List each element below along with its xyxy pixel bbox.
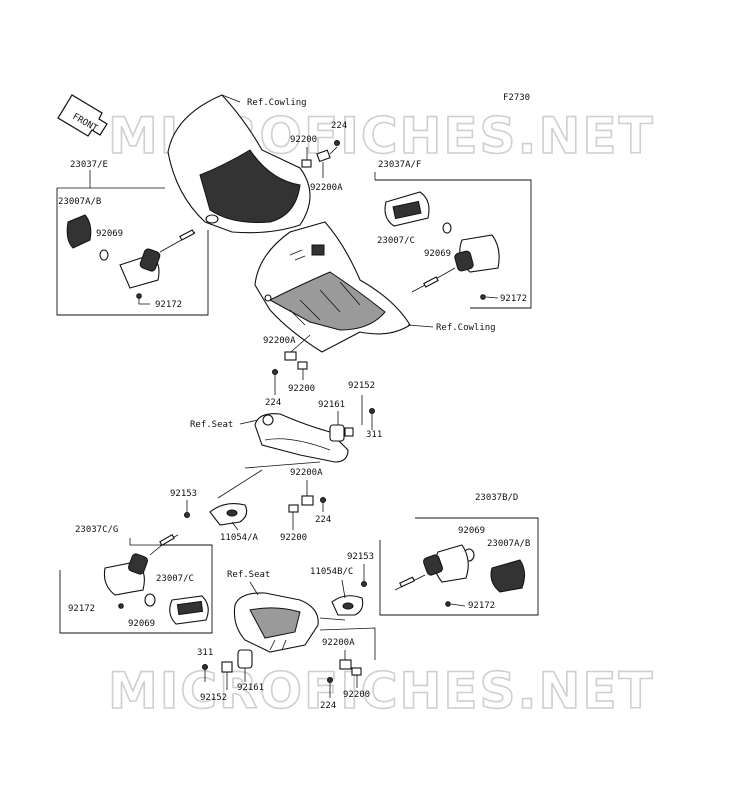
bulb-92069-bl — [144, 593, 156, 607]
seat-bracket-upper — [254, 413, 349, 463]
label-92172-topright: 92172 — [500, 294, 527, 304]
screw-224-c — [320, 497, 326, 503]
label-224-b: 224 — [265, 398, 281, 408]
label-92152-b: 92152 — [200, 693, 227, 703]
screw-92172-topright — [480, 294, 486, 300]
screw-92172-left — [136, 293, 142, 299]
label-92161-a: 92161 — [318, 400, 345, 410]
screw-92172-bl — [118, 603, 124, 609]
watermark-bottom: MICROFICHES.NET — [108, 662, 655, 720]
screw-92153-a — [184, 512, 190, 518]
damper-92161-a — [329, 424, 345, 442]
box-23037BD — [379, 517, 539, 616]
label-92200-a: 92200 — [290, 135, 317, 145]
collar-92152-a — [344, 427, 354, 437]
label-92172-br: 92172 — [468, 601, 495, 611]
screw-224-b — [272, 369, 278, 375]
label-92069-topright: 92069 — [424, 249, 451, 259]
collar-92152-b — [221, 661, 233, 673]
label-11054BC: 11054B/C — [310, 567, 353, 577]
nut-92200A-d — [339, 659, 352, 670]
nut-311-b — [202, 664, 208, 670]
label-92153-b: 92153 — [347, 552, 374, 562]
label-23037AF: 23037A/F — [378, 160, 421, 170]
label-23007AB-right: 23007A/B — [487, 539, 530, 549]
label-92152-a: 92152 — [348, 381, 375, 391]
label-23007C-top: 23007/C — [377, 236, 415, 246]
nut-92200A-a — [316, 149, 331, 163]
figure-code: F2730 — [503, 93, 530, 103]
damper-92161-b — [237, 649, 253, 669]
grommet-92200-d — [351, 667, 362, 676]
label-92200-c: 92200 — [280, 533, 307, 543]
label-23007AB-left: 23007A/B — [58, 197, 101, 207]
label-311-a: 311 — [366, 430, 382, 440]
lens-23007AB-right — [490, 559, 526, 593]
nut-92200A-b — [284, 351, 297, 361]
label-23007C-left: 23007/C — [156, 574, 194, 584]
label-224-d: 224 — [320, 701, 336, 711]
screw-224-a — [334, 140, 340, 146]
box-23037AF — [375, 179, 532, 309]
label-92200A-b: 92200A — [263, 336, 296, 346]
screw-224-d — [327, 677, 333, 683]
label-92200-d: 92200 — [343, 690, 370, 700]
front-arrow-icon: FRONT — [57, 94, 108, 137]
bulb-92069-left — [99, 249, 109, 261]
label-11054A: 11054/A — [220, 533, 259, 543]
label-ref-cowling-mid: Ref.Cowling — [436, 323, 496, 333]
nut-92200A-c — [301, 495, 314, 506]
label-ref-cowling-top: Ref.Cowling — [247, 98, 307, 108]
label-92200-b: 92200 — [288, 384, 315, 394]
label-311-b: 311 — [197, 648, 213, 658]
label-92161-b: 92161 — [237, 683, 264, 693]
grommet-92200-a — [301, 159, 312, 168]
box-23037E — [56, 188, 209, 316]
screw-92172-br — [445, 601, 451, 607]
label-224-c: 224 — [315, 515, 331, 525]
bulb-92069-topright — [442, 222, 452, 234]
cowling-upper — [167, 94, 311, 234]
screw-92153-b — [361, 581, 367, 587]
label-92153-a: 92153 — [170, 489, 197, 499]
label-23037E: 23037/E — [70, 160, 108, 170]
label-92069-br: 92069 — [458, 526, 485, 536]
seat-bracket-lower — [233, 592, 319, 653]
label-92200A-c: 92200A — [290, 468, 323, 478]
label-23037BD: 23037B/D — [475, 493, 518, 503]
label-92069-left: 92069 — [96, 229, 123, 239]
cowling-middle — [254, 221, 411, 353]
label-23037CG: 23037C/G — [75, 525, 118, 535]
label-224-a: 224 — [331, 121, 347, 131]
grommet-92200-b — [297, 361, 308, 370]
label-92200A-a: 92200A — [310, 183, 343, 193]
box-23037CG — [59, 544, 213, 634]
label-92200A-d: 92200A — [322, 638, 355, 648]
label-92069-bl: 92069 — [128, 619, 155, 629]
nut-311-a — [369, 408, 375, 414]
label-ref-seat-top: Ref.Seat — [190, 420, 233, 430]
lens-23007AB-left — [66, 214, 92, 249]
label-ref-seat-bottom: Ref.Seat — [227, 570, 270, 580]
grommet-92200-c — [288, 504, 299, 513]
label-92172-bl: 92172 — [68, 604, 95, 614]
label-92172-left: 92172 — [155, 300, 182, 310]
